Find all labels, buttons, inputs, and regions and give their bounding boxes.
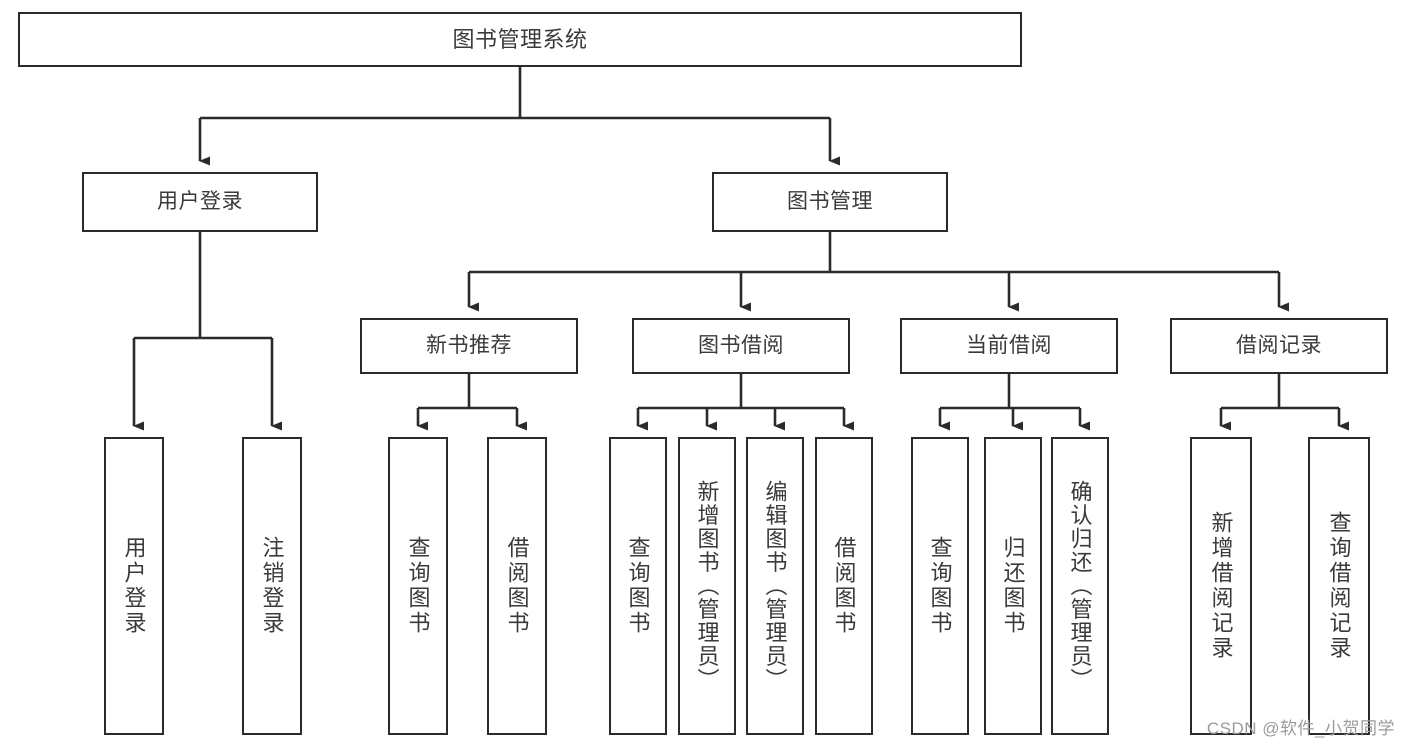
node-label: 归还图书 [1000, 536, 1026, 636]
node-label: 借阅图书 [831, 536, 857, 636]
node-new-book-recommend[interactable]: 新书推荐 [360, 318, 578, 374]
node-book-borrow[interactable]: 图书借阅 [632, 318, 850, 374]
node-leaf-query-book-1[interactable]: 查询图书 [388, 437, 448, 735]
node-leaf-add-record[interactable]: 新增借阅记录 [1190, 437, 1252, 735]
node-leaf-query-book-3[interactable]: 查询图书 [911, 437, 969, 735]
node-root[interactable]: 图书管理系统 [18, 12, 1022, 67]
node-label: 借阅图书 [504, 536, 530, 636]
node-label: 新书推荐 [426, 333, 512, 357]
node-label: 用户登录 [157, 189, 243, 213]
node-label: 新增图书（管理员） [694, 480, 720, 692]
node-borrow-record[interactable]: 借阅记录 [1170, 318, 1388, 374]
node-label: 注销登录 [259, 536, 285, 636]
node-label: 查询图书 [927, 536, 953, 636]
node-leaf-borrow-book-2[interactable]: 借阅图书 [815, 437, 873, 735]
node-leaf-add-book[interactable]: 新增图书（管理员） [678, 437, 736, 735]
node-leaf-user-login[interactable]: 用户登录 [104, 437, 164, 735]
node-label: 图书借阅 [698, 333, 784, 357]
csdn-watermark: CSDN @软件_小贺同学 [1206, 719, 1395, 738]
node-leaf-confirm-return[interactable]: 确认归还（管理员） [1051, 437, 1109, 735]
node-label: 新增借阅记录 [1208, 511, 1234, 661]
node-leaf-edit-book[interactable]: 编辑图书（管理员） [746, 437, 804, 735]
node-label: 图书管理 [787, 189, 873, 213]
node-label: 借阅记录 [1236, 333, 1322, 357]
node-label: 当前借阅 [966, 333, 1052, 357]
node-label: 用户登录 [121, 536, 147, 636]
node-label: 查询图书 [625, 536, 651, 636]
node-user-login[interactable]: 用户登录 [82, 172, 318, 232]
node-label: 查询借阅记录 [1326, 511, 1352, 661]
node-label: 查询图书 [405, 536, 431, 636]
node-leaf-query-book-2[interactable]: 查询图书 [609, 437, 667, 735]
node-label: 确认归还（管理员） [1067, 480, 1093, 692]
node-leaf-query-record[interactable]: 查询借阅记录 [1308, 437, 1370, 735]
node-leaf-return-book[interactable]: 归还图书 [984, 437, 1042, 735]
node-label: 图书管理系统 [452, 26, 588, 52]
node-label: 编辑图书（管理员） [762, 480, 788, 692]
node-leaf-borrow-book-1[interactable]: 借阅图书 [487, 437, 547, 735]
node-book-manage[interactable]: 图书管理 [712, 172, 948, 232]
node-current-borrow[interactable]: 当前借阅 [900, 318, 1118, 374]
node-leaf-logout-login[interactable]: 注销登录 [242, 437, 302, 735]
